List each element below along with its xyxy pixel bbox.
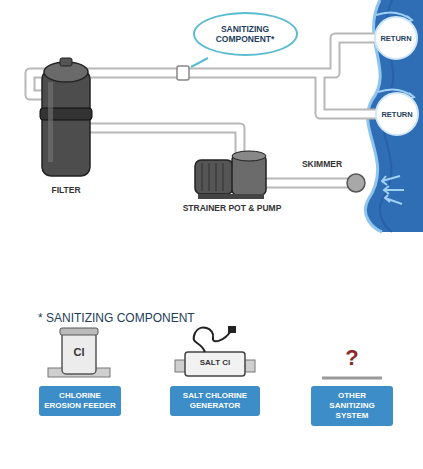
pipes-part [265,178,350,189]
icon-text: SALT Cl [200,359,231,368]
salt-generator-icon-part [194,328,230,352]
sanitizer-fitting-part [191,58,208,67]
icon-text: Cl [74,346,85,358]
filter-tank-part [48,82,53,162]
icon-text: ? [345,346,358,370]
node-text: RETURN [381,110,412,119]
filter-tank-part [60,58,72,66]
part-label: FILTER [51,186,80,195]
pump-part [195,160,233,194]
option-label-box: CHLORINE EROSION FEEDER [39,386,121,416]
pipes-part [320,73,380,114]
pump-part [202,163,203,191]
other-system-icon [322,378,382,379]
flow-arrows-part [385,195,402,204]
pump-part [209,163,210,191]
erosion-feeder-icon [48,328,110,377]
skimmer-part [347,174,365,192]
filter-tank-part [40,108,92,120]
salt-generator-icon-part [185,352,245,376]
pump [195,151,266,199]
skimmer [347,174,365,192]
erosion-feeder-icon-part [62,332,96,374]
part-label: SKIMMER [302,160,342,169]
return-circle: RETURN [374,16,418,60]
sanitizer-fitting [177,58,208,80]
part-label: STRAINER POT & PUMP [183,204,282,213]
option-label-box: SALT CHLORINE GENERATOR [170,386,260,416]
pipes-part [265,180,350,187]
pump-part [232,151,266,161]
node-text: SANITIZING COMPONENT* [208,24,283,44]
pipes-part [90,128,240,155]
pipes-part [90,128,240,155]
other-system-icon-part [322,377,382,380]
callout-bubble: SANITIZING COMPONENT* [193,12,298,56]
return-circle: RETURN [375,92,419,136]
node-text: CHLORINE EROSION FEEDER [44,391,116,411]
pump-part [223,163,224,191]
pipes-part [320,73,380,114]
pump-part [216,163,217,191]
flow-arrows-part [382,176,400,185]
node-text: RETURN [380,34,411,43]
filter-tank-part [42,70,90,176]
salt-generator-icon [175,326,255,376]
pump-part [198,194,264,199]
node-text: SALT CHLORINE GENERATOR [175,391,255,411]
filter-tank [40,58,92,176]
option-label-box: OTHER SANITIZING SYSTEM [311,386,393,426]
node-text: OTHER SANITIZING SYSTEM [316,391,388,421]
section-heading: * SANITIZING COMPONENT [38,312,195,325]
flow-arrows-part [384,186,404,194]
salt-generator-icon-part [228,326,236,333]
erosion-feeder-icon-part [60,328,98,335]
sanitizer-fitting-part [177,66,189,80]
